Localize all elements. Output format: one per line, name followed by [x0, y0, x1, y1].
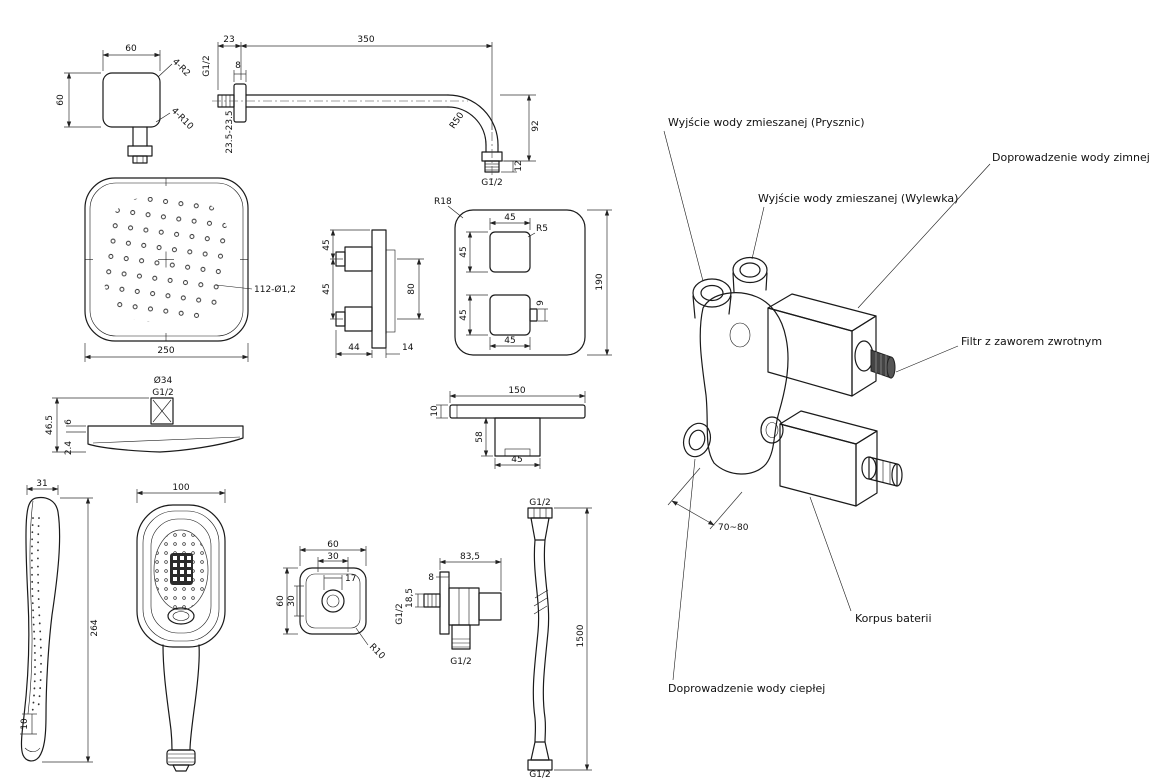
dim-valve-45a: 45 [322, 239, 332, 250]
dim-elbow-r10: R10 [367, 642, 387, 662]
callout-labels: Wyjście wody zmieszanej (Prysznic) Dopro… [663, 116, 1150, 695]
dim-valve-r18: R18 [434, 197, 452, 207]
dim-elbow-60h: 60 [276, 595, 286, 607]
dim-hose-g-top: G1/2 [529, 498, 550, 508]
dim-valve-9: 9 [536, 300, 546, 306]
dim-arm-r50: R50 [448, 111, 467, 131]
lower-valve-housing [779, 423, 857, 507]
dim-arm-350: 350 [357, 35, 374, 45]
dim-elbow-185: 18,5 [405, 588, 415, 608]
dim-corner-height: 60 [56, 94, 66, 106]
dim-arm-thread-wall: G1/2 [202, 55, 212, 76]
dim-valve-44: 44 [348, 343, 360, 353]
dim-iso-depth: 70~80 [718, 523, 749, 533]
dim-elbow-60w: 60 [327, 540, 339, 550]
callout-filter: Filtr z zaworem zwrotnym [961, 335, 1102, 348]
dim-arm-thread-end: G1/2 [481, 178, 502, 188]
dim-head-neck: Ø34 [154, 375, 173, 386]
dim-arm-23: 23 [223, 35, 234, 45]
dim-spout-58: 58 [475, 431, 485, 443]
dim-valve-45-bottom: 45 [504, 336, 515, 346]
dim-spout-10: 10 [430, 405, 440, 417]
dim-elbow-g-out: G1/2 [450, 657, 471, 667]
shower-arm-view: 23 350 G1/2 8 23.5-23.5 R50 92 12 [202, 35, 541, 188]
dim-elbow-17: 17 [345, 574, 356, 584]
callout-shower-outlet: Wyjście wody zmieszanej (Prysznic) [668, 116, 865, 129]
dim-elbow-30h: 30 [287, 595, 297, 607]
dim-arm-range: 23.5-23.5 [225, 110, 235, 153]
dim-hand-264: 264 [90, 619, 100, 636]
dim-elbow-835: 83,5 [460, 552, 480, 562]
dim-valve-45-left2: 45 [459, 309, 469, 320]
dim-hand-100: 100 [172, 483, 189, 493]
filter-stem [870, 349, 896, 379]
dim-valve-45-left1: 45 [459, 246, 469, 257]
dim-head-edge: 2.4 [64, 441, 74, 456]
callout-hot-supply: Doprowadzenie wody ciepłej [668, 682, 825, 695]
dim-valve-45-top: 45 [504, 213, 515, 223]
dim-hand-10: 10 [20, 718, 30, 730]
hose-view: G1/2 G1/2 1500 [527, 498, 592, 778]
dim-elbow-g-in: G1/2 [395, 603, 405, 624]
wall-elbow-front-view: 60 30 17 60 30 R10 [276, 540, 387, 662]
dim-arm-12: 12 [514, 160, 524, 171]
dim-spout-45: 45 [511, 455, 522, 465]
dim-head-plate: 6 [64, 419, 74, 425]
dim-head-width: 250 [157, 346, 174, 356]
dim-head-total-height: 46.5 [45, 415, 55, 435]
callout-cold-supply: Doprowadzenie wody zimnej [992, 151, 1150, 164]
dim-elbow-30w: 30 [327, 552, 339, 562]
dim-valve-190: 190 [595, 273, 605, 290]
valve-side-view: 45 45 80 44 14 [322, 229, 424, 358]
shower-head-front-view: 112-Ø1,2 250 [84, 177, 296, 362]
iso-assembly-view: 70~80 [667, 256, 903, 533]
wall-elbow-side-view: 83,5 8 18,5 G1/2 G1/2 [395, 552, 502, 667]
dim-hose-g-bottom: G1/2 [529, 770, 550, 778]
corner-detail-view: 60 60 4-R2 4-R10 [56, 44, 195, 164]
spout-view: 150 10 58 45 [430, 386, 586, 469]
spout-outlet-port [732, 256, 768, 284]
hand-shower-side-view: 31 264 10 [20, 479, 100, 763]
hand-shower-front-view: 100 [136, 483, 226, 772]
dim-corner-width: 60 [125, 44, 137, 54]
dim-corner-r10: 4-R10 [169, 106, 195, 132]
dim-valve-80: 80 [407, 283, 417, 295]
hot-water-inlet-port [682, 422, 712, 458]
dim-arm-8: 8 [235, 61, 241, 71]
callout-body: Korpus baterii [855, 612, 932, 625]
shower-head-side-view: Ø34 G1/2 46.5 6 2.4 [45, 375, 244, 456]
shower-outlet-port [692, 278, 732, 308]
dim-head-thread: G1/2 [152, 388, 173, 398]
dim-hose-1500: 1500 [576, 624, 586, 647]
dim-valve-r5: R5 [536, 224, 548, 234]
dim-valve-14: 14 [402, 343, 414, 353]
dim-hand-31: 31 [36, 479, 47, 489]
dim-corner-r2: 4-R2 [170, 57, 192, 79]
valve-front-view: R18 45 R5 45 45 45 9 190 [434, 197, 612, 356]
dim-elbow-8: 8 [428, 573, 434, 583]
dim-valve-45b: 45 [322, 283, 332, 294]
dim-arm-92: 92 [531, 120, 541, 131]
callout-spout-outlet: Wyjście wody zmieszanej (Wylewka) [758, 192, 958, 205]
dim-spout-150: 150 [508, 386, 525, 396]
dim-head-holes: 112-Ø1,2 [254, 284, 296, 295]
